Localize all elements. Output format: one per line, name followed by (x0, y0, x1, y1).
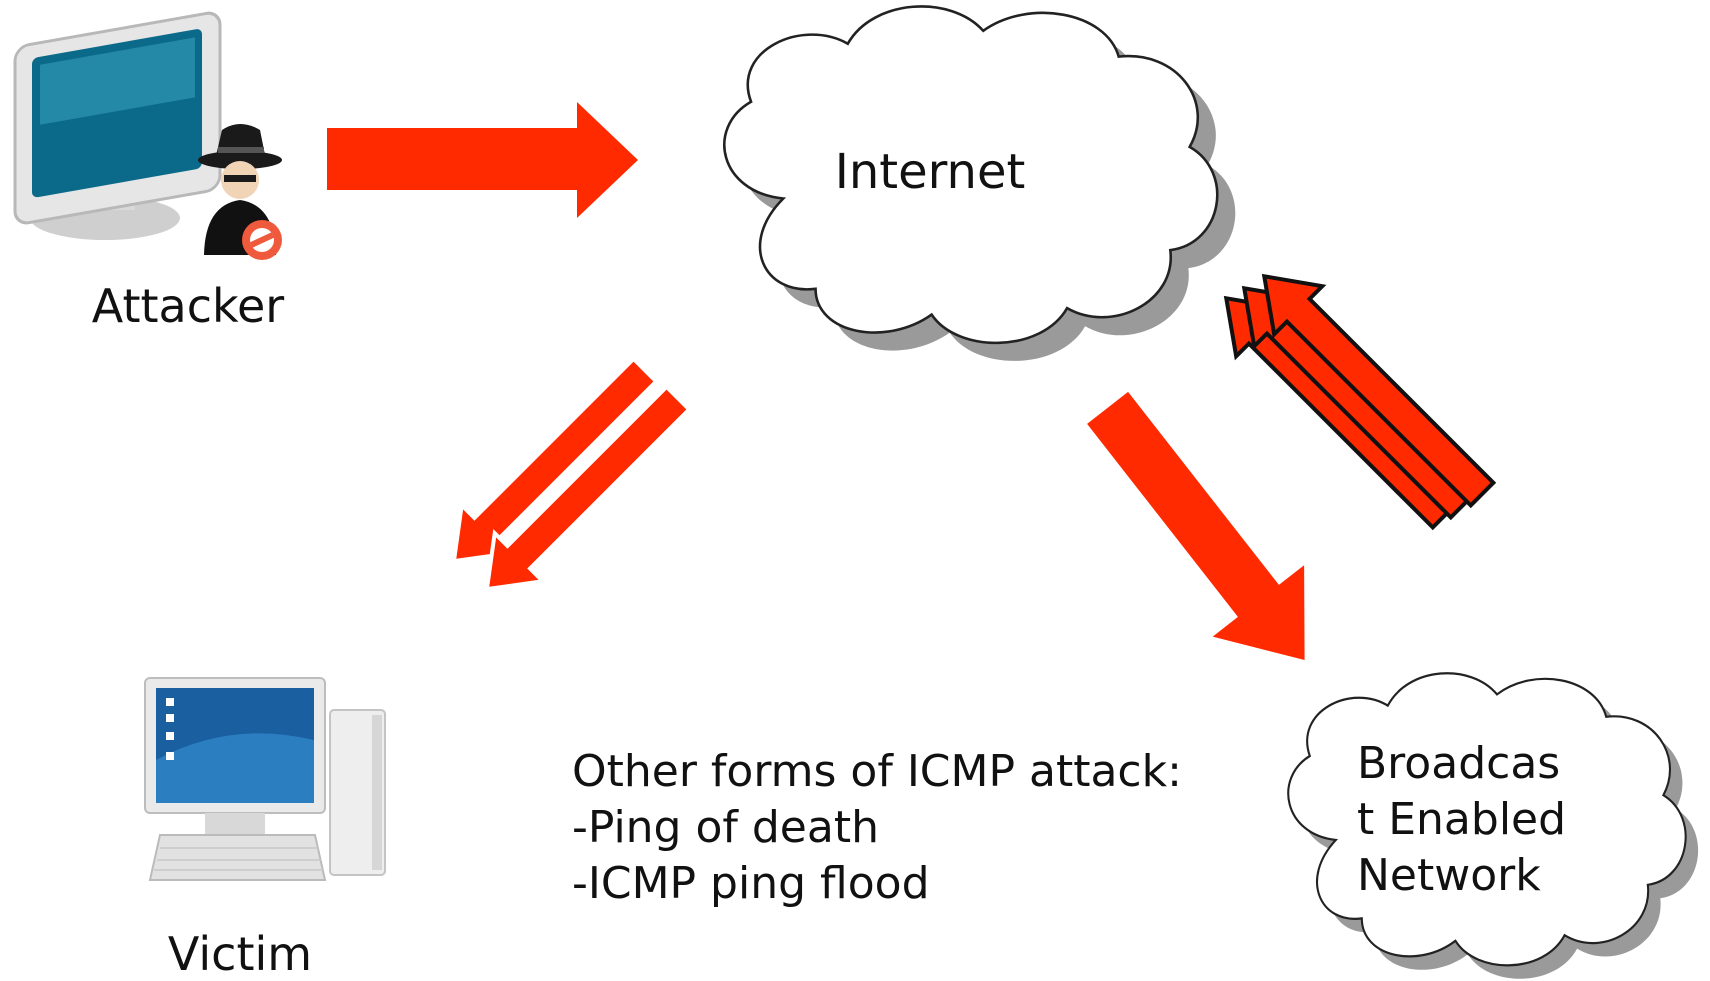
attack-arrow (327, 102, 638, 218)
notes-line-2: -Ping of death (572, 802, 879, 853)
broadcast-label-line-2: t Enabled (1357, 794, 1566, 845)
notes-line-1: Other forms of ICMP attack: (572, 746, 1182, 797)
arrow-to-broadcast (1087, 391, 1305, 661)
victim-label: Victim (168, 927, 312, 981)
internet-label: Internet (835, 144, 1026, 200)
icmp-notes: Other forms of ICMP attack: -Ping of dea… (572, 746, 1182, 909)
flood-arrows-to-victim (451, 356, 692, 592)
broadcast-label-line-3: Network (1357, 850, 1541, 901)
amplified-replies-arrows (1223, 273, 1497, 531)
victim-computer-icon (144, 677, 386, 881)
attacker-computer-icon (13, 11, 282, 260)
attacker-label: Attacker (92, 279, 285, 333)
spy-icon (198, 124, 282, 260)
broadcast-network-cloud: Broadcas t Enabled Network (1287, 672, 1699, 979)
broadcast-label-line-1: Broadcas (1357, 738, 1560, 789)
internet-cloud: Internet (723, 5, 1236, 361)
notes-line-3: -ICMP ping flood (572, 858, 930, 909)
